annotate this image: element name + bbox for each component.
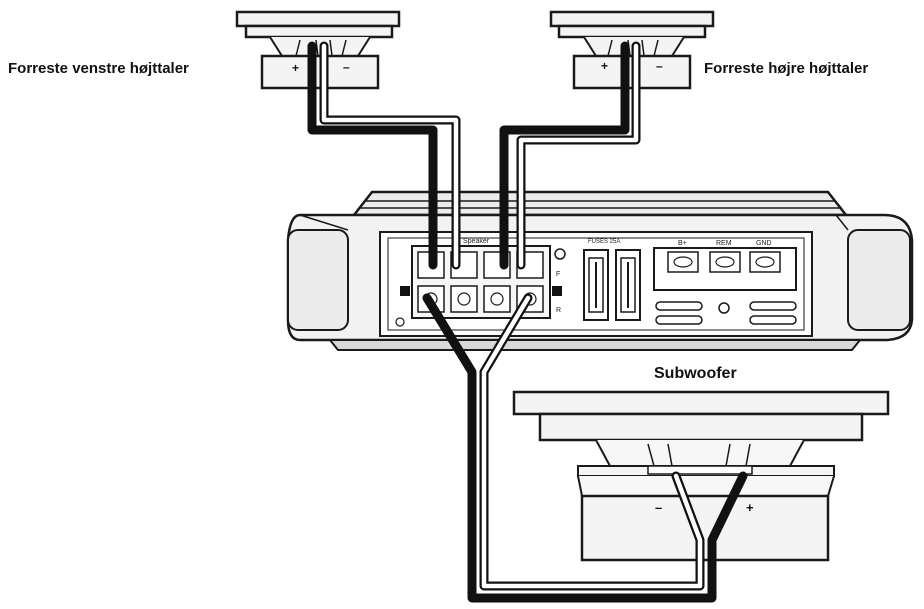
- channel-mark-rear: R: [556, 307, 561, 314]
- fuse-label: FUSES 25A: [588, 239, 620, 245]
- front-right-speaker-label: Forreste højre højttaler: [704, 60, 868, 77]
- channel-mark-front: F: [556, 271, 560, 278]
- subwoofer-minus-mark: –: [655, 500, 662, 515]
- terminal-b-plus-label: B+: [678, 240, 687, 247]
- front-right-minus-mark: –: [656, 59, 663, 73]
- power-terminal-block: B+ REM GND: [653, 240, 797, 325]
- subwoofer-negative-wire: [481, 295, 703, 589]
- front-left-negative-wire: [321, 43, 459, 268]
- front-right-plus-mark: +: [601, 59, 608, 73]
- front-right-negative-wire: [518, 43, 639, 268]
- front-left-plus-mark: +: [292, 61, 299, 75]
- subwoofer-positive-wire: [422, 293, 748, 603]
- fuse-block: FUSES 25A: [583, 239, 641, 321]
- amplifier: Speaker F R FUSES 25A: [286, 190, 914, 351]
- fuse-2: [615, 249, 641, 321]
- terminal-rem-label: REM: [716, 240, 732, 247]
- subwoofer-label: Subwoofer: [654, 365, 737, 382]
- front-left-speaker-label: Forreste venstre højttaler: [8, 60, 189, 77]
- subwoofer: – +: [512, 390, 890, 562]
- front-left-minus-mark: –: [343, 60, 350, 74]
- terminal-bottom-2: [450, 285, 478, 313]
- speaker-terminal-block: Speaker F R: [395, 238, 566, 327]
- subwoofer-plus-mark: +: [746, 500, 754, 515]
- front-left-positive-wire: [307, 41, 438, 270]
- speaker-block-label: Speaker: [463, 238, 490, 245]
- terminal-bottom-3: [483, 285, 511, 313]
- front-left-speaker: + –: [235, 10, 401, 90]
- terminal-gnd-label: GND: [756, 240, 772, 247]
- front-right-positive-wire: [499, 41, 630, 270]
